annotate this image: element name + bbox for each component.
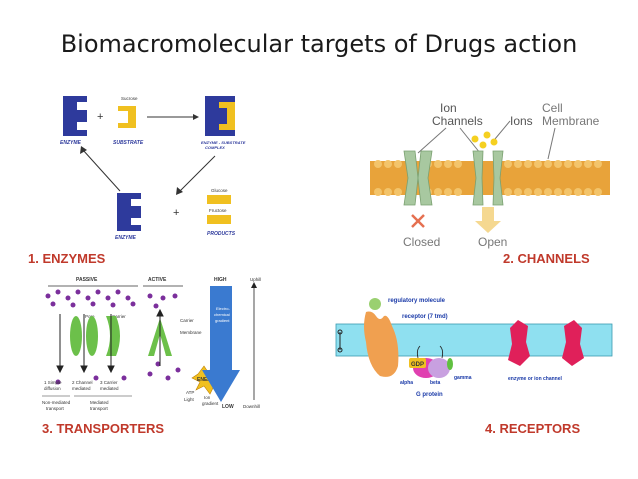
- enzyme-channel-label: enzyme or ion channel: [508, 376, 563, 382]
- alpha-label: alpha: [400, 380, 413, 386]
- transporters-diagram: PASSIVE ACTIVE HIGH Uphill Pore Carrier …: [42, 277, 261, 411]
- complex-label-1: ENZYME - SUBSTRATE: [201, 140, 246, 145]
- enzyme-channel-shape-1: [508, 320, 530, 366]
- lipid-anchor: [337, 329, 343, 353]
- regulatory-molecule-label: regulatory molecule: [388, 298, 446, 304]
- fructose-label: Fructose: [209, 208, 227, 213]
- gdp-shape: [409, 358, 426, 368]
- active-site-label-2: Active site: [77, 122, 96, 127]
- simple-diffusion-label-2: diffusion: [44, 386, 61, 391]
- products-label: PRODUCTS: [207, 231, 236, 237]
- mediated-label-2: transport: [90, 406, 109, 411]
- ion-gradient-label-2: gradient: [202, 401, 219, 406]
- ion-particles: [471, 131, 498, 149]
- gradient-label-3: gradient: [215, 318, 230, 323]
- transport-arrows: [56, 308, 164, 374]
- arrow-icon: [80, 146, 87, 154]
- carrier-mediated-label-1: 3 Carrier: [100, 380, 118, 385]
- ion-flow-arrow-icon: [475, 207, 501, 233]
- active-label: ACTIVE: [148, 277, 167, 283]
- simple-diffusion-label-1: 1 Simple: [44, 380, 62, 385]
- glucose-shape: [207, 195, 231, 204]
- ions-label: Ions: [510, 114, 533, 128]
- electrochemical-gradient-arrow-icon: [202, 286, 240, 402]
- channels-label: 2. CHANNELS: [503, 251, 590, 266]
- beta-label: beta: [430, 380, 441, 386]
- arrow-icon: [176, 187, 183, 195]
- substrate-label: SUBSTRATE: [113, 140, 144, 146]
- receptor-label: receptor (7 tmd): [402, 314, 448, 320]
- non-mediated-label-2: transport: [46, 406, 65, 411]
- glucose-label: Glucose: [211, 188, 228, 193]
- receptors-label: 4. RECEPTORS: [485, 421, 581, 436]
- receptor-7tmd-shape: [364, 311, 399, 377]
- enzymes-diagram: Active site Active site ENZYME + Sucrose…: [60, 96, 246, 241]
- g-protein-label: G protein: [416, 392, 443, 398]
- uphill-label: Uphill: [250, 277, 261, 282]
- enzyme-shape: [63, 96, 89, 136]
- cell-label-1: Cell: [542, 101, 563, 115]
- carrier-mediated-label-2: mediated: [100, 386, 119, 391]
- closed-channel: [403, 150, 433, 206]
- blocked-x-icon: [411, 214, 425, 228]
- transporter-proteins: [70, 316, 172, 356]
- channel-mediated-label-2: mediated: [72, 386, 91, 391]
- open-label: Open: [478, 235, 507, 249]
- transporters-label: 3. TRANSPORTERS: [42, 421, 165, 436]
- carrier-label: Carrier: [112, 314, 126, 319]
- non-mediated-label-1: Non-mediated: [42, 400, 71, 405]
- passive-label: PASSIVE: [76, 277, 98, 283]
- receptors-diagram: regulatory molecule receptor (7 tmd) GDP…: [335, 298, 613, 398]
- membrane-label: Membrane: [180, 330, 202, 335]
- mediated-label-1: Mediated: [90, 400, 109, 405]
- enzyme-label: ENZYME: [60, 140, 82, 146]
- ion-channels-label-2: Channels: [432, 114, 483, 128]
- channel-mediated-label-1: 2 Channel: [72, 380, 93, 385]
- gradient-label-1: Electro-: [216, 306, 230, 311]
- plus-sign-2: +: [173, 207, 179, 219]
- slide-title: Biomacromolecular targets of Drugs actio…: [60, 30, 578, 58]
- carrier-label-2: Carrier: [180, 318, 194, 323]
- fructose-shape: [207, 215, 231, 224]
- high-label: HIGH: [214, 277, 227, 283]
- cell-label-2: Membrane: [542, 114, 600, 128]
- enzymes-label: 1. ENZYMES: [28, 251, 106, 266]
- enzyme-channel-shape-2: [562, 320, 584, 366]
- pore-label: Pore: [85, 314, 95, 319]
- atp-label: ATP: [186, 390, 194, 395]
- g-protein-gamma-shape: [447, 358, 453, 370]
- gradient-label-2: chemical: [214, 312, 230, 317]
- gdp-label: GDP: [411, 362, 424, 368]
- open-channel: [472, 150, 504, 206]
- active-site-label-1: Active site: [77, 101, 96, 106]
- regulatory-molecule-shape: [369, 298, 381, 310]
- channels-diagram: Ion Channels Ions Cell Membrane Closed O…: [370, 101, 610, 249]
- ion-gradient-label-1: Ion: [204, 395, 211, 400]
- enzyme-shape-bottom: [117, 193, 143, 231]
- sucrose-label: Sucrose: [121, 96, 138, 101]
- enzyme-bottom-label: ENZYME: [115, 235, 137, 241]
- gamma-label: gamma: [454, 375, 472, 381]
- plus-sign-1: +: [97, 111, 103, 123]
- downhill-label: Downhill: [243, 404, 260, 409]
- ion-channels-label-1: Ion: [440, 101, 457, 115]
- g-protein-beta-shape: [428, 358, 450, 378]
- complex-label-2: COMPLEX: [205, 145, 225, 150]
- light-label: Light: [184, 397, 195, 402]
- energy-label: ENERGY: [197, 377, 219, 383]
- arrow-icon: [193, 114, 199, 120]
- solute-particles: [45, 289, 181, 385]
- low-label: LOW: [222, 404, 234, 410]
- substrate-shape: [118, 106, 136, 128]
- enzyme-substrate-complex-shape: [205, 96, 235, 136]
- closed-label: Closed: [403, 235, 440, 249]
